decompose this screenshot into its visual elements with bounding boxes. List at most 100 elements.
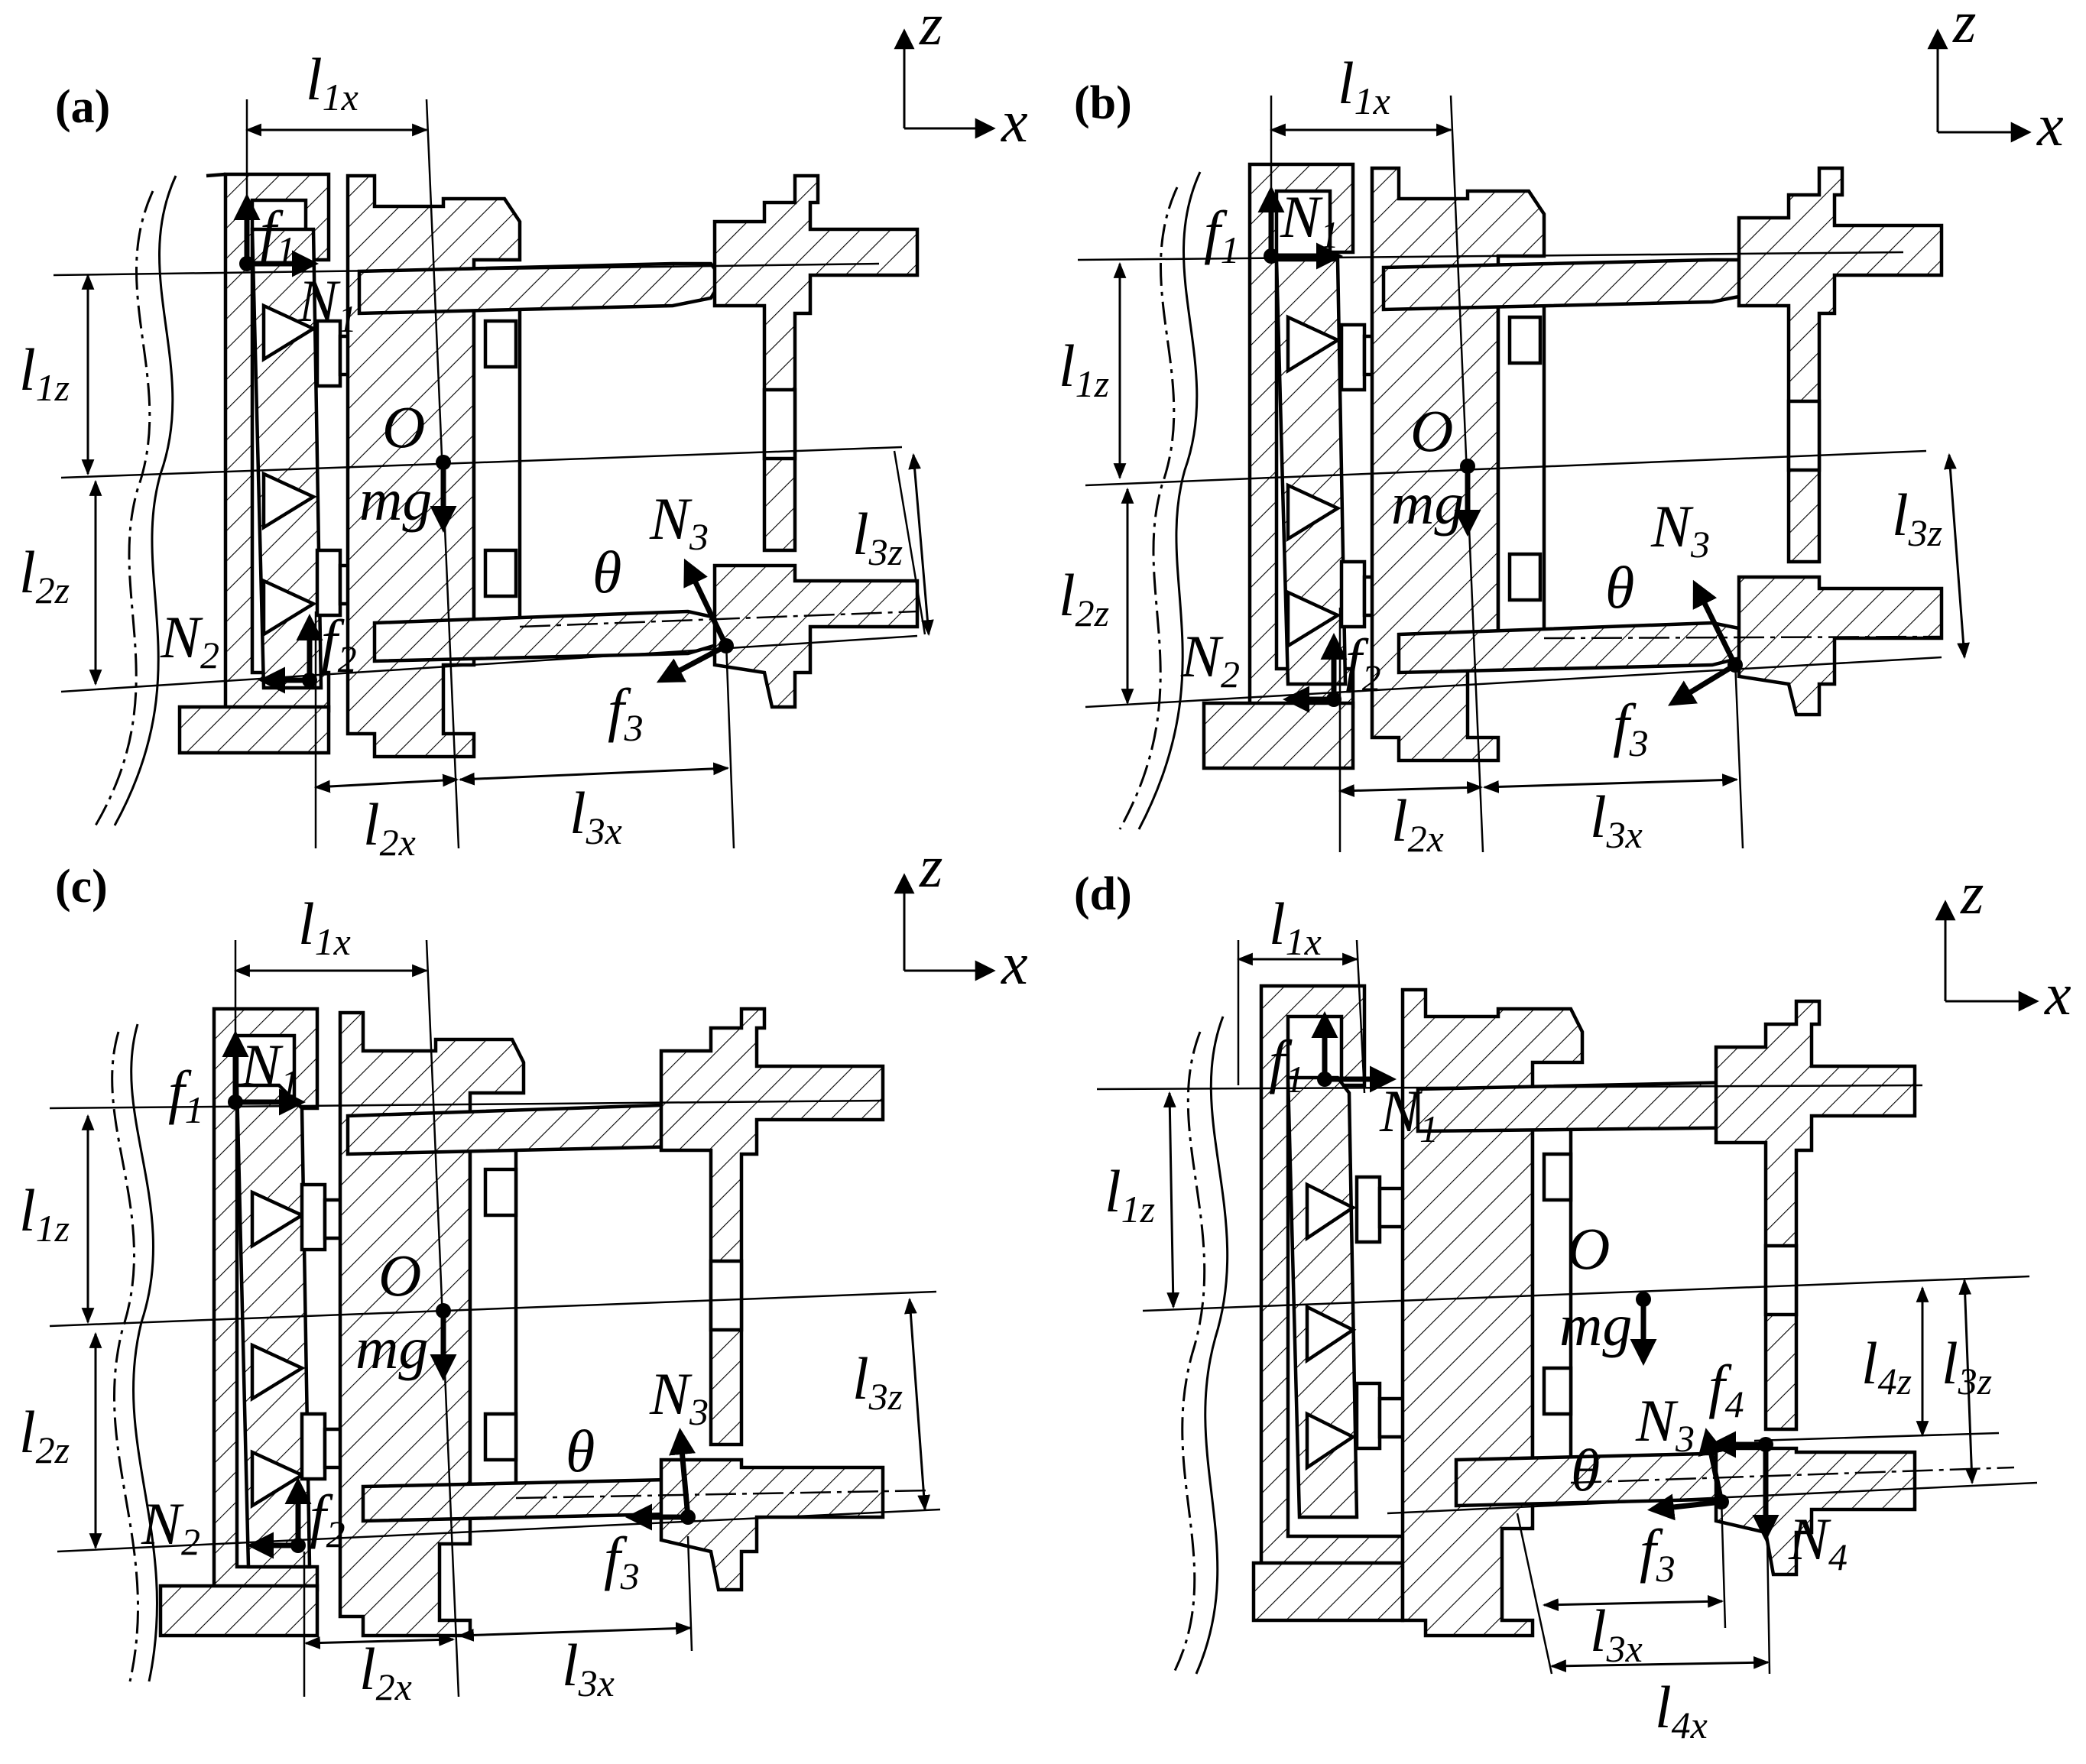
sleeve-upper-a bbox=[712, 173, 920, 553]
label-l1x-a: l1x bbox=[306, 46, 358, 118]
label-O-a: O bbox=[382, 394, 425, 460]
label-l3x-d: l3x bbox=[1590, 1597, 1643, 1670]
label-l3x-b: l3x bbox=[1590, 783, 1643, 856]
dim-l1z-d bbox=[1163, 1091, 1180, 1309]
force-f3-arrow-a bbox=[656, 643, 728, 683]
label-N3-c: N3 bbox=[649, 1360, 709, 1433]
label-N2-c: N2 bbox=[141, 1490, 200, 1563]
label-l3z-a: l3z bbox=[852, 501, 903, 573]
panel-d: (d) z x bbox=[1074, 860, 2071, 1746]
label-l2z-b: l2z bbox=[1059, 562, 1109, 634]
label-N3-a: N3 bbox=[649, 485, 709, 558]
label-O-b: O bbox=[1410, 397, 1453, 464]
wheel-rim-outline-d bbox=[1195, 1016, 1229, 1675]
panel-label-a: (a) bbox=[55, 81, 110, 133]
label-l3z-c: l3z bbox=[852, 1345, 903, 1418]
label-l2x-c: l2x bbox=[359, 1636, 412, 1708]
label-mg-b: mg bbox=[1391, 470, 1464, 537]
x-axis-label-d: x bbox=[2044, 961, 2071, 1027]
guide-pin-upper-a bbox=[357, 261, 725, 316]
z-axis-label-c: z bbox=[919, 833, 942, 900]
label-f3-b: f3 bbox=[1613, 692, 1649, 764]
force-N3-arrow-a bbox=[683, 558, 729, 647]
label-f3-a: f3 bbox=[608, 676, 644, 749]
mount-bracket-a bbox=[177, 705, 331, 755]
label-N2-b: N2 bbox=[1180, 623, 1240, 696]
dim-l2x-a bbox=[313, 773, 459, 793]
label-mg-c: mg bbox=[355, 1315, 428, 1381]
label-l3x-a: l3x bbox=[569, 780, 622, 852]
panel-a: (a) z x bbox=[19, 0, 1028, 864]
z-axis-label-a: z bbox=[919, 0, 942, 57]
panel-label-c: (c) bbox=[55, 861, 108, 913]
label-f3-d: f3 bbox=[1640, 1517, 1676, 1590]
mount-bracket-c bbox=[158, 1584, 320, 1638]
panel-label-b: (b) bbox=[1074, 77, 1132, 129]
label-l3z-b: l3z bbox=[1892, 482, 1942, 554]
dim-l3z-b bbox=[1944, 452, 1970, 660]
force-N3-arrow-b bbox=[1692, 579, 1738, 666]
label-f2-a: f2 bbox=[321, 608, 357, 680]
label-l3z-d: l3z bbox=[1942, 1330, 1992, 1402]
panel-b: (b) z x bbox=[1059, 0, 2064, 860]
label-N3-d: N3 bbox=[1635, 1387, 1695, 1460]
label-theta-b: θ bbox=[1605, 554, 1634, 621]
label-N1-b: N1 bbox=[1280, 183, 1339, 256]
dim-l3z-a bbox=[908, 452, 934, 637]
x-axis-label-a: x bbox=[1001, 88, 1028, 154]
wheel-rim-outline-b bbox=[1137, 171, 1202, 830]
wheel-rim-centerline-a bbox=[94, 190, 154, 826]
x-axis-label-b: x bbox=[2036, 92, 2064, 158]
dim-l4x-d bbox=[1549, 1655, 1770, 1673]
label-mg-d: mg bbox=[1559, 1292, 1632, 1358]
force-N3-arrow-c bbox=[669, 1428, 696, 1518]
label-O-d: O bbox=[1567, 1215, 1610, 1282]
label-f1-a: f1 bbox=[260, 199, 296, 271]
label-N1-a: N1 bbox=[297, 268, 357, 340]
bolt-head-upper-a bbox=[315, 319, 342, 388]
label-N2-a: N2 bbox=[160, 604, 219, 676]
label-N4-d: N4 bbox=[1788, 1506, 1848, 1578]
sleeve-lower-a bbox=[712, 563, 920, 709]
dim-l3z-d bbox=[1958, 1278, 1978, 1485]
dim-l3x-c bbox=[457, 1622, 693, 1642]
label-f3-c: f3 bbox=[604, 1525, 640, 1597]
dim-l3x-b bbox=[1482, 773, 1739, 793]
label-l1x-c: l1x bbox=[298, 890, 351, 963]
label-l3x-c: l3x bbox=[562, 1632, 615, 1704]
dim-l3z-c bbox=[904, 1297, 931, 1512]
label-f1-c: f1 bbox=[168, 1059, 204, 1131]
axes-a: z x bbox=[894, 0, 1028, 154]
label-f2-c: f2 bbox=[310, 1483, 346, 1555]
wheel-rim-outline-c bbox=[130, 1023, 158, 1682]
panel-c: (c) z x bbox=[19, 833, 1028, 1708]
label-l2x-b: l2x bbox=[1391, 787, 1444, 860]
axes-b: z x bbox=[1927, 0, 2064, 158]
axes-c: z x bbox=[894, 833, 1028, 997]
dim-l3x-d bbox=[1542, 1595, 1724, 1611]
dim-l2x-b bbox=[1338, 781, 1484, 797]
label-l1x-b: l1x bbox=[1338, 50, 1390, 122]
mount-bracket-d bbox=[1251, 1561, 1405, 1623]
z-axis-label-b: z bbox=[1952, 0, 1976, 55]
force-f3-arrow-d bbox=[1647, 1493, 1722, 1521]
dim-l3x-a bbox=[458, 762, 730, 786]
label-N1-d: N1 bbox=[1379, 1078, 1439, 1150]
label-f4-d: f4 bbox=[1708, 1353, 1744, 1425]
label-theta-c: θ bbox=[566, 1418, 595, 1484]
label-l4x-d: l4x bbox=[1655, 1674, 1708, 1746]
label-N3-b: N3 bbox=[1650, 493, 1710, 566]
bolt-head-lower-a bbox=[315, 548, 342, 618]
sleeve-upper-b bbox=[1737, 166, 1944, 564]
label-l1z-b: l1z bbox=[1059, 332, 1109, 405]
z-axis-label-d: z bbox=[1960, 860, 1984, 926]
label-theta-d: θ bbox=[1571, 1437, 1600, 1503]
guide-pin-upper-b bbox=[1381, 258, 1760, 312]
label-f1-b: f1 bbox=[1204, 199, 1240, 271]
label-O-c: O bbox=[378, 1242, 421, 1308]
force-f3-arrow-b bbox=[1668, 663, 1737, 706]
sleeve-lower-c bbox=[659, 1458, 885, 1592]
label-l2x-a: l2x bbox=[363, 791, 416, 864]
label-l2z-a: l2z bbox=[19, 539, 70, 611]
